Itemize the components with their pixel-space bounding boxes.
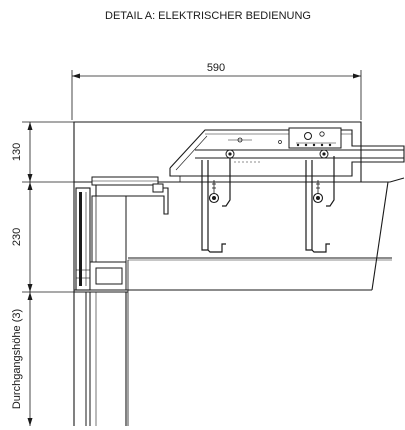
width-dimension-label: 590 <box>207 62 225 74</box>
vertical-frame-profile <box>73 182 128 293</box>
left-hanger-bracket <box>201 149 235 253</box>
width-dimension: 590 <box>71 62 362 120</box>
height-dimensions: 130 230 Durchgangshöhe (3) <box>11 121 74 426</box>
clearance-height-label: Durchgangshöhe (3) <box>11 309 23 409</box>
drawing-title: DETAIL A: ELEKTRISCHER BEDIENUNG <box>105 10 311 22</box>
right-hanger-bracket <box>305 149 336 253</box>
middle-housing <box>74 146 405 291</box>
dimension-230-label: 230 <box>11 228 23 246</box>
drive-motor-housing <box>169 127 405 177</box>
dimension-130-label: 130 <box>11 143 23 161</box>
door-leaf-lower <box>73 260 129 426</box>
